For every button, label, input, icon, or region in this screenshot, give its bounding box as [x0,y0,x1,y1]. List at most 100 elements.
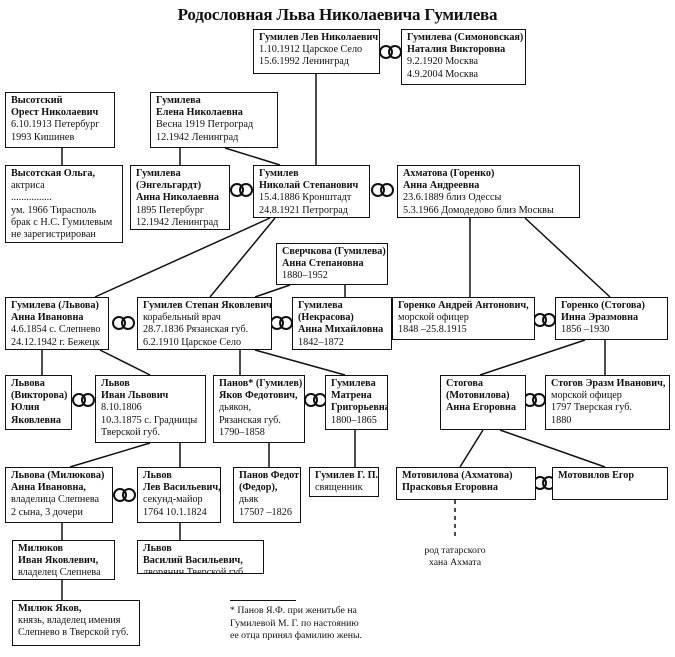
person-name-line: Анна Андреевна [403,180,480,192]
line-sverchkova-stepan [254,284,291,298]
person-box-olga: Высотская Ольга,актриса................у… [5,165,123,243]
person-detail-line: 12.1942 Ленинград [136,216,219,228]
marriage-ring-icon [533,313,556,327]
marriage-ring-icon [112,316,135,330]
person-detail-line: морской офицер [398,312,469,324]
person-detail-line: 6.10.1913 Петербург [11,119,100,131]
person-name-line: Анна Ивановна, [11,482,86,494]
person-name-line: Яков Федотович, [219,390,298,402]
person-name-line: Львова [11,378,45,389]
marriage-ring-icon [371,183,394,197]
person-name-line: Иван Яковлевич, [18,555,99,567]
line-inna-stogova [479,339,586,376]
person-name-line: Григорьевна [331,402,388,414]
person-name-line: Гумилева (Симоновская) [407,32,524,43]
person-name-line: Василий Васильевич, [143,555,243,567]
footnote: * Панов Я.Ф. при женитьбе на Гумилевой М… [230,605,362,643]
line-elena-nikolay [224,147,281,166]
line-akhmatova-inna [524,217,611,298]
footnote-line2: Гумилевой М. Г. по настоянию [230,617,359,629]
person-name-line: Мотовилова (Ахматова) [402,470,513,481]
person-detail-line: 24.12.1942 г. Бежецк [11,336,100,348]
person-name-line: Панов Федот [239,470,300,481]
marriage-ring-icon [523,393,546,407]
person-detail-line: 1842–1872 [298,336,344,348]
person-detail-line: 1856 –1930 [561,324,610,336]
person-detail-line: брак с Н.С. Гумилевым [11,216,113,228]
person-name-line: Сверчкова (Гумилева) [282,246,386,257]
person-detail-line: не зарегистрирован [11,229,96,241]
person-detail-line: ................ [11,192,52,204]
person-name-line: Высотская Ольга, [11,168,96,179]
line-nikolay-lvova [94,217,271,298]
person-name-line: Стогов Эразм Иванович, [551,378,666,389]
person-detail-line: корабельный врач [143,312,221,324]
person-detail-line: ум. 1966 Тирасполь [11,204,97,216]
person-name-line: Гумилева [156,95,201,106]
footnote-divider [230,600,296,601]
person-name-line: Гумилева (Львова) [11,300,99,311]
footnote-line1: * Панов Я.Ф. при женитьбе на [230,605,357,616]
person-detail-line: 1880–1952 [282,270,328,282]
person-name-line: (Викторова) [11,390,68,402]
line-stogova-egor [499,429,606,468]
person-detail-line: 1.10.1912 Царское Село [259,44,363,56]
person-name-line: Инна Эразмовна [561,312,639,324]
person-name-line: Анна Ивановна [11,312,84,324]
person-detail-line: священник [315,482,363,494]
person-detail-line: 1993 Кишинев [11,131,75,143]
person-name-line: Стогова [446,378,483,389]
person-box-stepan: Гумилев Степан Яковлевич,корабельный вра… [137,297,272,350]
person-detail-line: Рязанская губ. [219,414,281,426]
person-detail-line: 4.6.1854 с. Слепнево [11,324,101,336]
person-detail-line: 28.7.1836 Рязанская губ. [143,324,249,336]
line-lvova-ivan [99,349,151,376]
person-name-line: Анна Степановна [282,258,364,270]
person-detail-line: 1800–1865 [331,414,377,426]
person-name-line: Прасковья Егоровна [402,482,498,494]
person-box-motovilova: Мотовилова (Ахматова)Прасковья Егоровна [396,467,536,500]
person-detail-line: секунд-майор [143,494,203,506]
marriage-ring-icon [379,45,402,59]
person-detail-line: дворянин Тверской губ. [143,567,246,574]
person-name-line: Ахматова (Горенко) [403,168,495,179]
person-name-line: (Мотовилова) [446,390,510,402]
origin-note-line2: хана Ахмата [428,557,482,568]
person-name-line: (Энгельгардт) [136,180,202,192]
marriage-rings [72,45,556,502]
person-detail-line: 5.3.1966 Домодедово близ Москвы [403,204,554,216]
person-box-gumilev-gp: Гумилев Г. П.,священник [309,467,379,497]
person-detail-line: 1750? –1826 [239,506,292,518]
person-detail-line: Тверской губ. [101,426,160,438]
person-name-line: Львов [143,543,172,554]
person-name-line: Анна Михайловна [298,324,384,336]
person-name-line: Лев Васильевич, [143,482,221,494]
person-name-line: Анна Николаевна [136,192,220,204]
person-detail-line: 12.1942 Ленинград [156,131,239,143]
person-box-stogova: Стогова(Мотовилова)Анна Егоровна [440,375,526,430]
person-name-line: Милюков [18,543,64,554]
person-name-line: Николай Степанович [259,180,359,192]
origin-note: род татарского хана Ахмата [415,545,495,569]
person-detail-line: дьяк [239,494,259,506]
person-detail-line: владелец Слепнева [18,567,101,579]
person-box-motovilov: Мотовилов Егор [552,467,668,500]
person-detail-line: 1790–1858 [219,426,265,438]
person-detail-line: морской офицер [551,390,622,402]
marriage-ring-icon [270,316,293,330]
marriage-ring-icon [113,488,136,502]
person-detail-line: 15.4.1886 Кронштадт [259,192,352,204]
